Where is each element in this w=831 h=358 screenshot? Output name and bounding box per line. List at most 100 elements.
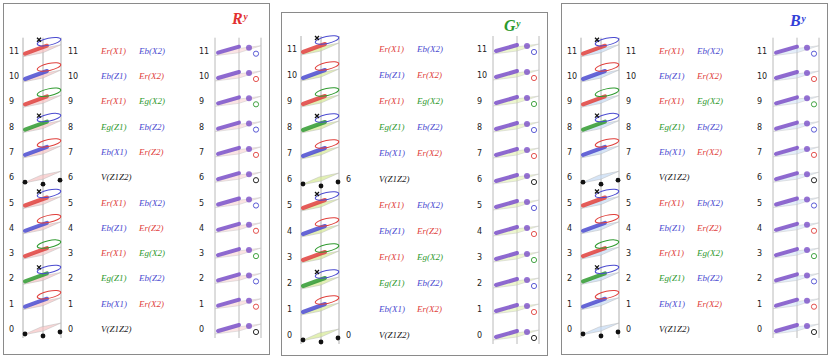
formula-label: Eb(X1): [379, 148, 405, 159]
slab: [493, 252, 539, 262]
slab: [581, 45, 619, 57]
row-number: 10: [626, 71, 636, 82]
edge-bar: [583, 198, 605, 206]
slab: [301, 173, 339, 185]
slab: [215, 223, 261, 233]
purple-bar: [776, 47, 797, 53]
formula-label: Eb(X1): [659, 299, 685, 310]
row-number: 1: [9, 299, 14, 310]
loop-outline: [37, 213, 62, 225]
slab: [215, 46, 261, 56]
panel-frame: Bʸ: [561, 3, 828, 355]
formula-label: Eb(Z2): [417, 278, 443, 289]
slab: [301, 329, 339, 341]
cross-mark: [315, 36, 319, 40]
loop-outline: [315, 34, 340, 46]
row-number: 0: [477, 330, 482, 341]
edge-bar: [25, 46, 47, 54]
row-number: 11: [626, 46, 636, 57]
purple-bar: [218, 249, 239, 255]
vertex-dot: [599, 182, 604, 187]
ring-mark: [253, 329, 258, 334]
vertex-dot: [301, 338, 306, 343]
slab: [23, 121, 61, 133]
purple-bar: [776, 325, 797, 331]
formula-label: Eb(X1): [101, 147, 127, 158]
stack-edge: [23, 38, 24, 338]
cross-mark: [315, 114, 319, 118]
formula-label: Eb(Z1): [101, 223, 127, 234]
row-number: 11: [757, 46, 767, 57]
edge-bar: [303, 226, 325, 234]
formula-label: Eb(X1): [379, 304, 405, 315]
vertex-dot: [41, 334, 46, 339]
row-number: 4: [626, 223, 631, 234]
loop-outline: [595, 263, 620, 275]
slab: [23, 45, 61, 57]
cross-mark: [595, 265, 599, 269]
row-number: 9: [477, 96, 482, 107]
row-number: 9: [757, 96, 762, 107]
purple-bar: [496, 97, 517, 103]
ring-mark: [531, 153, 536, 158]
formula-label: Eg(X2): [697, 248, 723, 259]
row-number: 5: [68, 198, 73, 209]
slab: [23, 197, 61, 209]
formula-label: Eg(X2): [139, 248, 165, 259]
formula-label: Er(Z2): [697, 223, 722, 234]
formula-label: Eb(Z2): [139, 122, 165, 133]
panel-frame: Rʸ: [3, 3, 270, 355]
loop-outline: [37, 263, 62, 275]
row-number: 1: [567, 299, 572, 310]
row-number: 0: [68, 324, 73, 335]
row-number: 7: [626, 147, 631, 158]
slab: [773, 299, 819, 309]
stack-edge: [239, 38, 240, 338]
edge-bar: [303, 148, 325, 156]
stack-edge: [261, 38, 262, 338]
slab: [581, 121, 619, 133]
vertex-dot: [616, 178, 621, 183]
formula-label: Eb(Z2): [697, 122, 723, 133]
slab: [493, 330, 539, 340]
purple-bar: [496, 123, 517, 129]
slab: [493, 278, 539, 288]
purple-dot: [246, 197, 252, 203]
purple-bar: [218, 325, 239, 331]
purple-dot: [246, 171, 252, 177]
slab: [301, 69, 339, 81]
vertex-dot: [301, 182, 306, 187]
row-number: 8: [626, 122, 631, 133]
cross-mark: [37, 265, 41, 269]
ring-mark: [253, 228, 258, 233]
purple-dot: [804, 197, 810, 203]
slab: [301, 277, 339, 289]
loop-outline: [37, 61, 62, 73]
purple-bar: [776, 72, 797, 78]
purple-dot: [804, 222, 810, 228]
slab: [23, 95, 61, 107]
formula-label: Eb(Z2): [697, 273, 723, 284]
purple-bar: [496, 71, 517, 77]
row-number: 4: [477, 226, 482, 237]
formula-label: Er(X1): [379, 44, 404, 55]
row-number: 11: [287, 44, 297, 55]
edge-bar: [303, 70, 325, 78]
purple-bar: [496, 253, 517, 259]
purple-dot: [804, 323, 810, 329]
slab: [215, 147, 261, 157]
slab: [773, 147, 819, 157]
row-number: 0: [757, 324, 762, 335]
row-number: 2: [287, 278, 292, 289]
edge-bar: [583, 96, 605, 104]
loop-outline: [315, 268, 340, 280]
slab: [23, 222, 61, 234]
row-number: 0: [287, 330, 292, 341]
edge-bar: [583, 299, 605, 307]
slab: [493, 44, 539, 54]
slab: [493, 200, 539, 210]
formula-label: Eb(X2): [697, 46, 723, 57]
row-number: 4: [68, 223, 73, 234]
row-number: 6: [9, 172, 14, 183]
edge-bar: [583, 122, 605, 130]
